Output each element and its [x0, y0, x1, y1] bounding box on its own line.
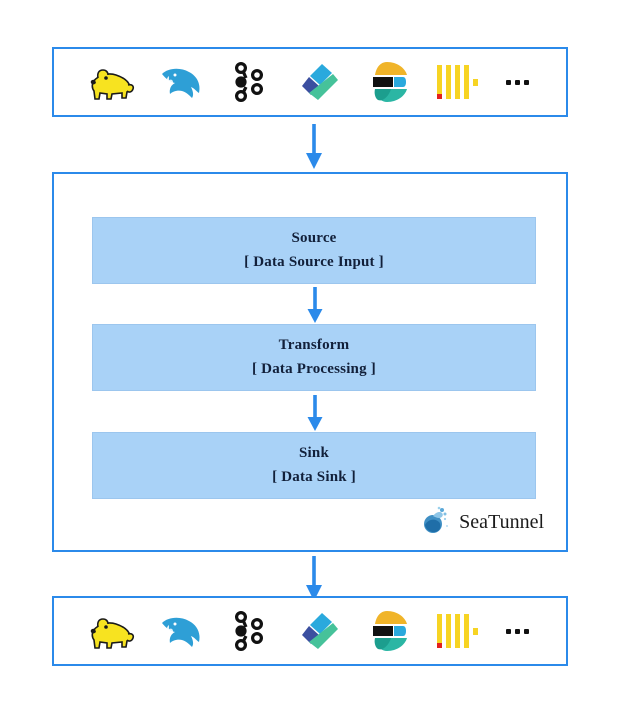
arrow-transform-to-sink-icon: [304, 395, 326, 431]
mysql-icon: [152, 58, 208, 106]
stage-source-subtitle: [ Data Source Input ]: [244, 254, 384, 270]
arrow-sources-to-engine-icon: [303, 124, 325, 169]
doris-icon: [290, 607, 346, 655]
clickhouse-icon: [428, 58, 484, 106]
stage-transform-subtitle: [ Data Processing ]: [252, 361, 376, 377]
seatunnel-brand-label: SeaTunnel: [459, 511, 544, 533]
kafka-icon: [221, 58, 277, 106]
clickhouse-icon: [428, 607, 484, 655]
elasticsearch-icon: [359, 607, 415, 655]
stage-sink-subtitle: [ Data Sink ]: [272, 469, 356, 485]
seatunnel-brand: SeaTunnel: [420, 505, 544, 540]
more-connectors-icon: [497, 628, 537, 634]
seatunnel-engine-box: Source [ Data Source Input ] Transform […: [52, 172, 568, 552]
mysql-icon: [152, 607, 208, 655]
kafka-icon: [221, 607, 277, 655]
hadoop-icon: [83, 58, 139, 106]
doris-icon: [290, 58, 346, 106]
more-connectors-icon: [497, 79, 537, 85]
stage-source: Source [ Data Source Input ]: [92, 217, 536, 284]
stage-source-title: Source: [291, 230, 337, 246]
sink-connector-bank: [52, 596, 568, 666]
arrow-source-to-transform-icon: [304, 287, 326, 323]
source-connector-bank: [52, 47, 568, 117]
stage-sink: Sink [ Data Sink ]: [92, 432, 536, 499]
elasticsearch-icon: [359, 58, 415, 106]
stage-transform: Transform [ Data Processing ]: [92, 324, 536, 391]
hadoop-icon: [83, 607, 139, 655]
arrow-engine-to-sinks-icon: [303, 556, 325, 601]
seatunnel-logo-icon: [420, 505, 450, 540]
stage-sink-title: Sink: [299, 445, 329, 461]
stage-transform-title: Transform: [278, 337, 350, 353]
